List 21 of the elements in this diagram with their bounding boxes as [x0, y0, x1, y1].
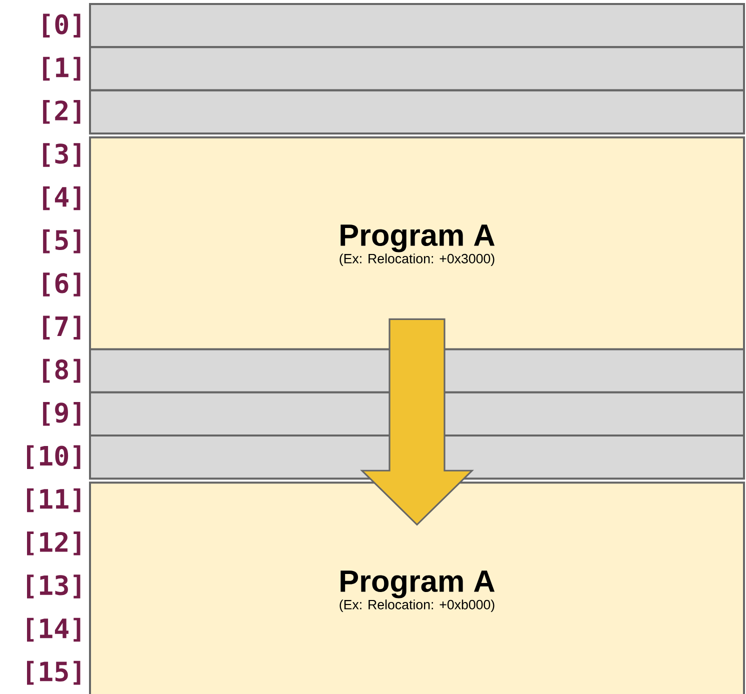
memory-row [89, 3, 745, 48]
address-label: [7] [43, 316, 80, 340]
memory-row [89, 46, 745, 92]
address-label: [2] [43, 100, 80, 124]
block-arrow [360, 318, 474, 526]
address-label: [11] [27, 488, 80, 512]
address-label: [12] [27, 532, 80, 556]
address-label: [6] [43, 272, 80, 296]
program-block: Program A (Ex: Relocation: +0x3000) [89, 136, 745, 354]
memory-row [89, 434, 745, 480]
memory-row [89, 348, 745, 394]
address-label: [1] [43, 56, 80, 81]
address-label: [4] [43, 186, 80, 210]
address-label: [9] [43, 402, 80, 426]
address-label: [0] [43, 14, 80, 38]
address-label: [3] [43, 143, 80, 167]
memory-row [89, 391, 745, 436]
address-label: [8] [43, 358, 80, 383]
program-block: Program A (Ex: Relocation: +0xb000) [89, 482, 745, 694]
address-label: [10] [27, 445, 80, 469]
memory-row [89, 89, 745, 134]
